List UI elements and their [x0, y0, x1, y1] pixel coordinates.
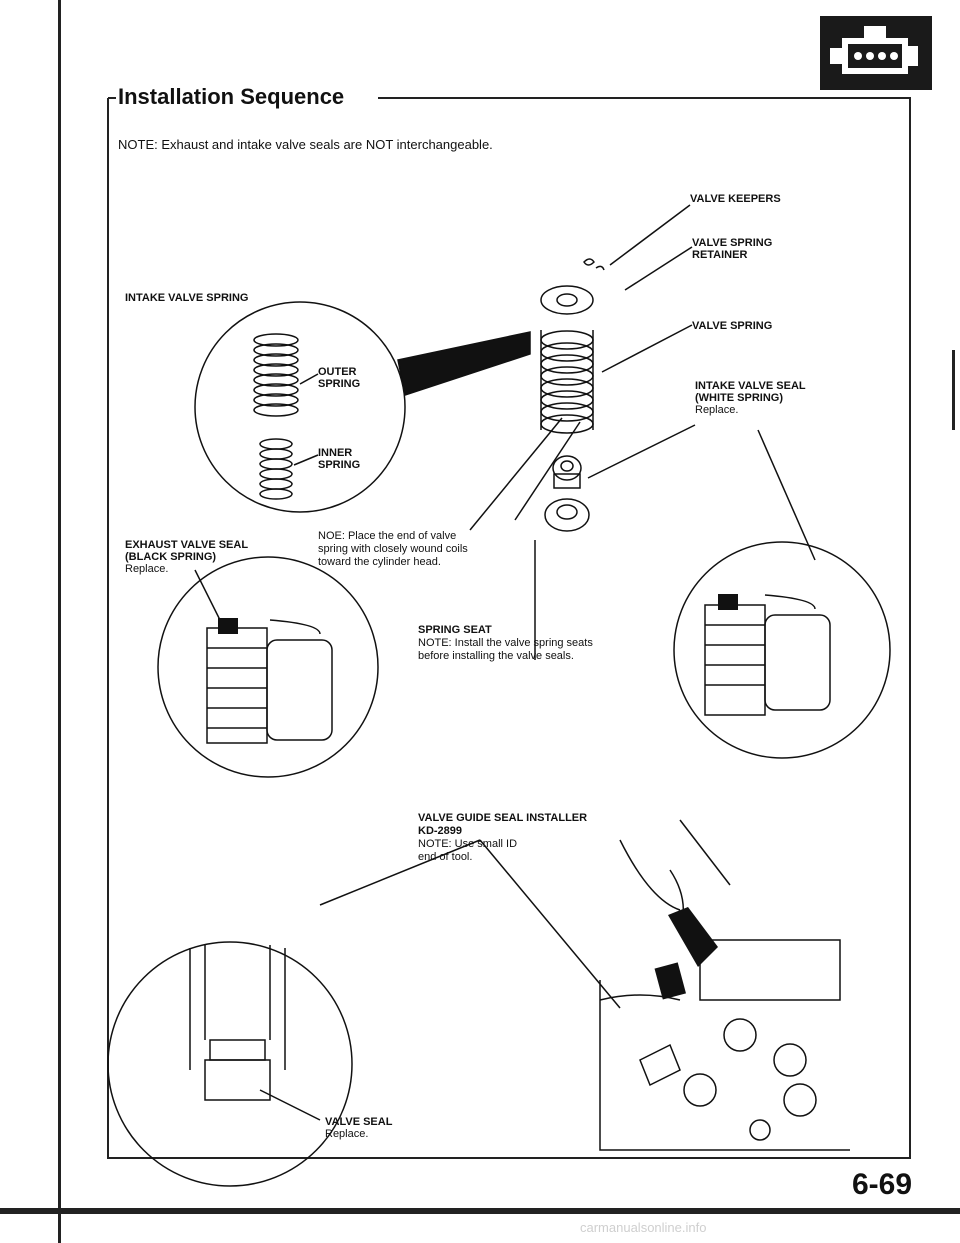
interchange-note: NOTE: Exhaust and intake valve seals are… — [118, 137, 493, 152]
exhaust-seal-line-3: Replace. — [125, 563, 169, 575]
tool-line-1: VALVE GUIDE SEAL INSTALLER — [418, 812, 588, 824]
inner-spring-label: INNER SPRING — [318, 447, 360, 471]
inner-line-1: INNER — [318, 447, 353, 459]
exhaust-valve-seal-label: EXHAUST VALVE SEAL (BLACK SPRING) Replac… — [125, 539, 248, 575]
valve-seal-label: VALVE SEAL Replace. — [325, 1116, 392, 1140]
bottom-bar — [0, 1208, 960, 1214]
page-number: 6-69 — [851, 1168, 912, 1201]
spring-seat-label: SPRING SEAT NOTE: Install the valve spri… — [418, 624, 593, 663]
intake-seal-line-2: (WHITE SPRING) — [695, 392, 783, 404]
right-edge-mark — [952, 350, 955, 430]
inner-line-2: SPRING — [318, 459, 361, 471]
noe-line-2: spring with closely wound coils — [318, 543, 468, 555]
page-title: Installation Sequence — [118, 84, 345, 109]
retainer-line-2: RETAINER — [692, 249, 748, 261]
watermark: carmanualsonline.info — [580, 1220, 707, 1235]
noe-line-3: toward the cylinder head. — [318, 556, 441, 568]
intake-seal-line-3: Replace. — [695, 404, 739, 416]
intake-valve-seal-label: INTAKE VALVE SEAL (WHITE SPRING) Replace… — [695, 380, 806, 416]
tool-line-4: end of tool. — [418, 851, 473, 863]
tool-line-2: KD-2899 — [418, 825, 463, 837]
exhaust-seal-line-2: (BLACK SPRING) — [125, 551, 217, 563]
seat-line-1: SPRING SEAT — [418, 624, 492, 636]
seal-line-2: Replace. — [325, 1128, 369, 1140]
outer-line-2: SPRING — [318, 378, 361, 390]
seat-line-2: NOTE: Install the valve spring seats — [418, 637, 593, 649]
valve-keepers-label: VALVE KEEPERS — [690, 193, 781, 205]
noe-line-1: NOE: Place the end of valve — [318, 530, 457, 542]
seal-installer-label: VALVE GUIDE SEAL INSTALLER KD-2899 NOTE:… — [418, 812, 587, 864]
valve-spring-retainer-label: VALVE SPRING RETAINER — [692, 237, 772, 261]
spring-orientation-note: NOE: Place the end of valve spring with … — [318, 530, 468, 569]
seat-line-3: before installing the valve seals. — [418, 650, 574, 662]
intake-valve-spring-label: INTAKE VALVE SPRING — [125, 292, 249, 304]
seal-line-1: VALVE SEAL — [325, 1116, 393, 1128]
outer-spring-label: OUTER SPRING — [318, 366, 360, 390]
engine-block-icon — [820, 16, 932, 90]
valve-spring-label: VALVE SPRING — [692, 320, 773, 332]
tool-line-3: NOTE: Use small ID — [418, 838, 518, 850]
retainer-line-1: VALVE SPRING — [692, 237, 773, 249]
intake-seal-line-1: INTAKE VALVE SEAL — [695, 380, 806, 392]
exhaust-seal-line-1: EXHAUST VALVE SEAL — [125, 539, 249, 551]
outer-line-1: OUTER — [318, 366, 357, 378]
page-edge-line — [58, 0, 61, 1243]
